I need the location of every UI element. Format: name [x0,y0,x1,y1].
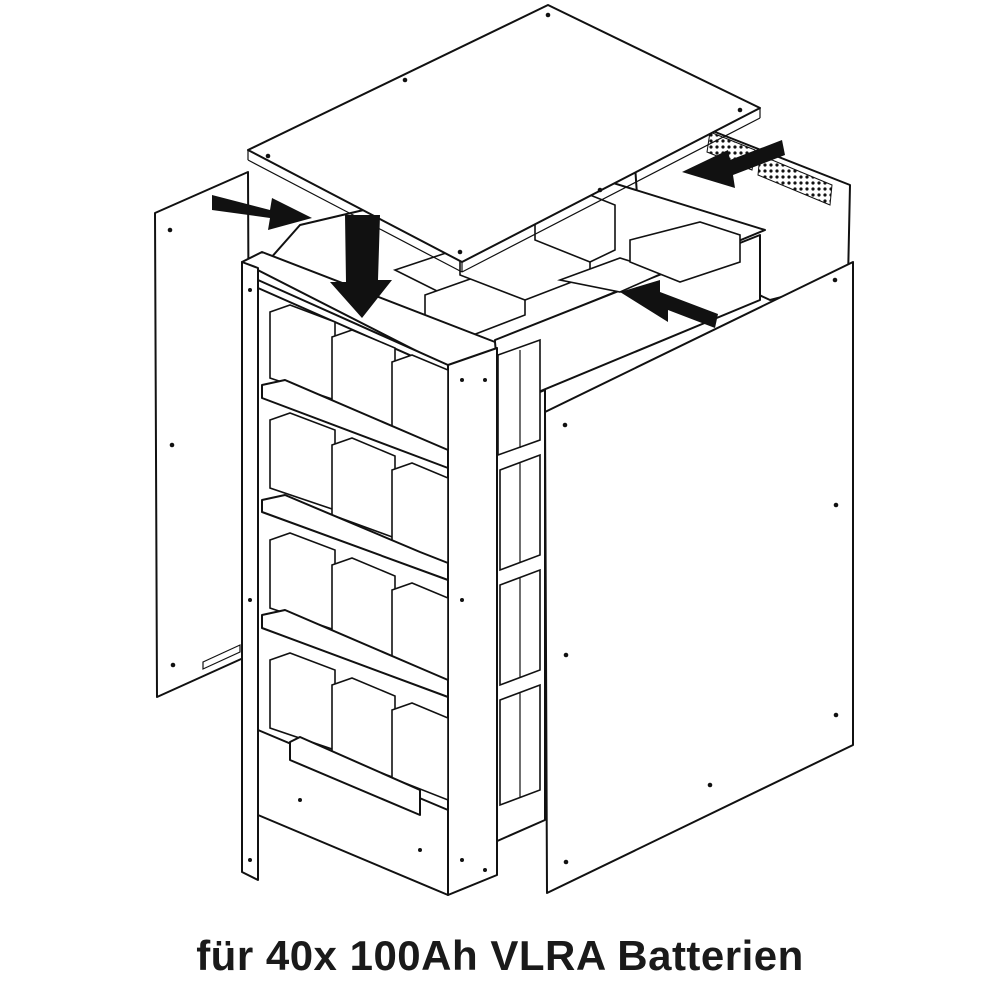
arrow-rear-icon [682,140,785,188]
right-side-panel [544,261,854,894]
caption: für 40x 100Ah VLRA Batterien [196,932,804,979]
arrow-left-panel-icon [212,195,312,230]
battery-rows [261,304,449,816]
front-frame [241,251,498,896]
exploded-cabinet-drawing [154,4,854,896]
arrow-right-panel-icon [620,280,718,328]
arrow-top-cover-icon [330,215,392,318]
assembly-arrows [212,140,785,328]
left-side-panel [154,171,251,698]
